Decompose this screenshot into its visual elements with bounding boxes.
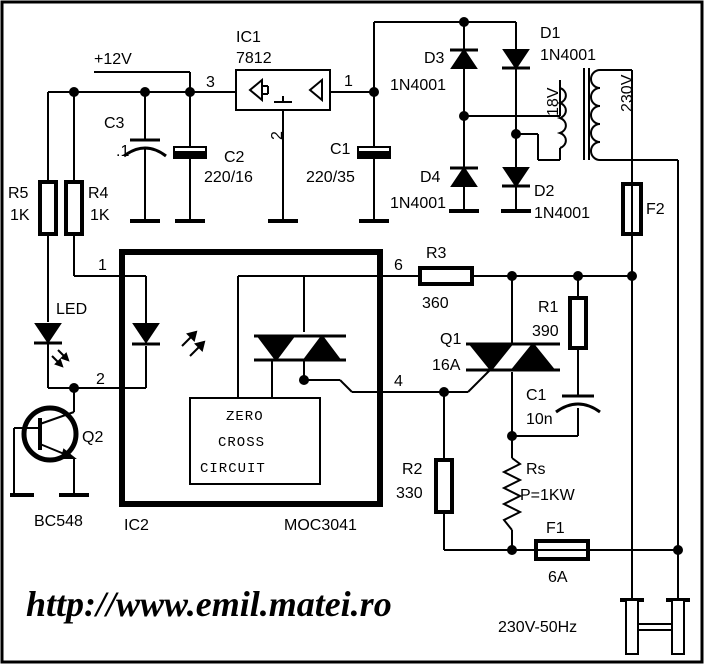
ic2-optocoupler: 1 2 6 4 ZERO CROSS CIRCUIT IC2 MOC3041 [96,249,403,534]
zc-line1: ZERO [226,409,264,425]
c3-ref: C3 [104,115,125,132]
q1-value: 16A [432,357,461,374]
r5-ref: R5 [8,185,29,202]
led-ref: LED [56,301,87,318]
c2-value: 220/16 [204,169,253,186]
r1-ref: R1 [538,299,559,316]
capacitor-c3: C3 .1 [104,115,167,160]
f1-ref: F1 [546,520,565,537]
q1-ref: Q1 [440,331,461,348]
ic2-pin4: 4 [394,373,403,390]
r3-value: 360 [422,295,449,312]
c1-value: 220/35 [306,169,355,186]
resistor-r3: R3 360 [418,245,474,312]
r2-value: 330 [396,485,423,502]
resistor-r1: R1 390 [532,296,588,350]
d4-part: 1N4001 [390,195,446,212]
d1-part: 1N4001 [540,47,596,64]
f2-ref: F2 [646,201,665,218]
c2-ref: C2 [224,149,245,166]
diode-d3: D3 1N4001 [390,48,478,94]
ic2-ref: IC2 [124,517,149,534]
rs-ref: Rs [526,461,546,478]
snub-c-ref: C1 [526,387,547,404]
ic1-part: 7812 [236,50,272,67]
diode-d1: D1 1N4001 [502,25,596,70]
resistor-rs-load: Rs P=1KW [501,457,576,531]
v12-rail-label: +12V [94,51,132,68]
d2-ref: D2 [534,183,555,200]
junctions [69,17,683,555]
transformer: 18V 230V [545,68,636,161]
capacitor-c1: C1 220/35 [306,141,391,186]
diode-d2: D2 1N4001 [502,167,590,222]
resistor-r5: R5 1K [8,180,58,236]
d1-ref: D1 [540,25,561,42]
ic1-pin-out: 3 [206,74,215,91]
d3-ref: D3 [424,50,445,67]
r1-value: 390 [532,323,559,340]
d2-part: 1N4001 [534,205,590,222]
led-indicator: LED [34,301,87,368]
fuse-f1: F1 6A [534,520,590,586]
zc-line3: CIRCUIT [200,461,266,477]
f1-value: 6A [548,569,568,586]
triac-q1: Q1 16A [432,331,560,393]
c3-value: .1 [116,143,129,160]
diode-d4: D4 1N4001 [390,166,478,212]
r5-value: 1K [10,207,30,224]
ic1-ref: IC1 [236,29,261,46]
transistor-q2: Q2 BC548 [13,405,103,530]
ic2-pin6: 6 [394,257,403,274]
zc-line2: CROSS [218,435,265,451]
r2-ref: R2 [402,461,423,478]
rs-value: P=1KW [520,487,576,504]
transformer-secondary: 18V [545,87,562,116]
website-url: http://www.emil.matei.ro [26,584,392,624]
ic1-regulator: IC1 7812 3 1 2 [206,29,353,140]
transformer-primary: 230V [619,74,636,112]
ic1-pin-gnd: 2 [269,131,286,140]
r3-ref: R3 [426,245,447,262]
capacitor-snubber: C1 10n [526,387,601,428]
fuse-f2: F2 [621,182,665,236]
d4-ref: D4 [420,169,441,186]
ground-symbols [10,209,531,497]
ic2-pin2: 2 [96,371,105,388]
ic2-pin1: 1 [98,257,107,274]
ic1-pin-in: 1 [344,73,353,90]
mains-plug: 230V-50Hz [498,598,690,655]
q2-part: BC548 [34,513,83,530]
snub-c-value: 10n [526,411,553,428]
r4-ref: R4 [88,185,109,202]
r4-value: 1K [90,207,110,224]
resistor-r4: R4 1K [64,180,110,236]
c1-ref: C1 [330,141,351,158]
mains-label: 230V-50Hz [498,619,577,636]
resistor-r2: R2 330 [396,458,454,514]
d3-part: 1N4001 [390,77,446,94]
wiring [14,21,679,600]
q2-ref: Q2 [82,429,103,446]
capacitor-c2: C2 220/16 [173,146,253,186]
ic2-part: MOC3041 [284,517,357,534]
